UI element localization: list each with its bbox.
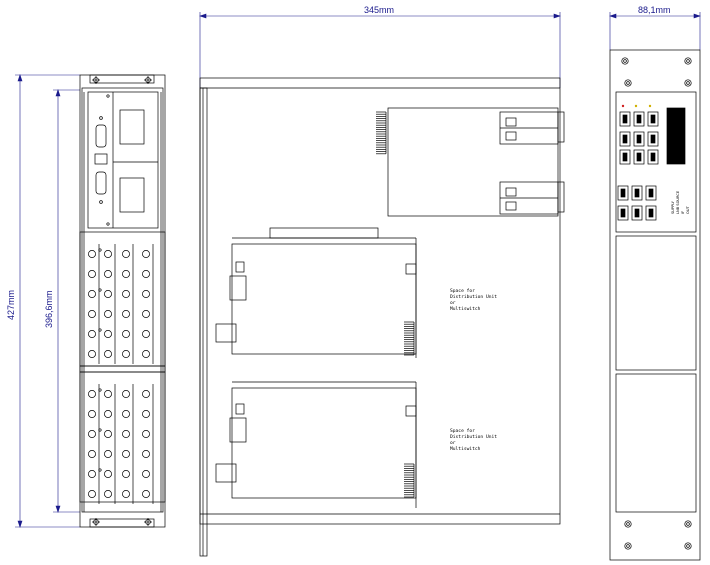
svg-text:Space for: Space for bbox=[450, 288, 475, 294]
svg-text:Distribution Unit: Distribution Unit bbox=[450, 294, 497, 300]
jack-icon bbox=[619, 131, 631, 147]
connector-icon bbox=[88, 350, 96, 358]
connector-icon bbox=[88, 330, 96, 338]
pin-header-icon bbox=[376, 111, 387, 155]
connector-icon bbox=[104, 450, 112, 458]
connector-icon bbox=[142, 490, 150, 498]
connector-icon bbox=[122, 350, 130, 358]
connector-icon bbox=[88, 310, 96, 318]
connector-icon bbox=[88, 430, 96, 438]
svg-text:IF: IF bbox=[681, 211, 685, 214]
connector-icon bbox=[122, 390, 130, 398]
connector-icon bbox=[104, 390, 112, 398]
connector-icon bbox=[142, 410, 150, 418]
connector-grid-upper bbox=[88, 244, 154, 364]
connector-icon bbox=[142, 250, 150, 258]
connector-icon bbox=[122, 330, 130, 338]
pin-header-icon bbox=[404, 463, 415, 498]
connector-icon bbox=[104, 270, 112, 278]
connector-icon bbox=[104, 410, 112, 418]
jack-icon bbox=[619, 111, 631, 127]
jack-icon bbox=[647, 131, 659, 147]
connector-icon bbox=[104, 330, 112, 338]
connector-icon bbox=[122, 490, 130, 498]
side-view bbox=[199, 77, 565, 557]
note-space-top: Space for Distribution Unit or Multiswit… bbox=[450, 288, 497, 312]
connector-icon bbox=[122, 270, 130, 278]
connector-icon bbox=[88, 270, 96, 278]
svg-text:LNB SOURCE: LNB SOURCE bbox=[676, 190, 680, 214]
jack-icon bbox=[633, 111, 645, 127]
front-connector-grid bbox=[617, 111, 659, 221]
jack-icon bbox=[633, 131, 645, 147]
dim-height-inner: 396,6mm bbox=[44, 290, 54, 328]
connector-icon bbox=[104, 470, 112, 478]
connector-icon bbox=[142, 310, 150, 318]
connector-icon bbox=[88, 450, 96, 458]
connector-icon bbox=[104, 350, 112, 358]
connector-icon bbox=[88, 390, 96, 398]
connector-icon bbox=[88, 290, 96, 298]
jack-icon bbox=[633, 149, 645, 165]
connector-icon bbox=[88, 470, 96, 478]
mount-hole-icon bbox=[621, 57, 692, 550]
connector-icon bbox=[88, 410, 96, 418]
jack-icon bbox=[647, 149, 659, 165]
dim-width-front: 88,1mm bbox=[638, 5, 671, 15]
svg-text:OUT: OUT bbox=[686, 206, 690, 214]
connector-icon bbox=[142, 390, 150, 398]
front-view bbox=[609, 49, 701, 561]
mount-hole-icon bbox=[92, 76, 152, 526]
connector-grid-lower bbox=[88, 384, 154, 504]
connector-icon bbox=[142, 290, 150, 298]
connector-icon bbox=[88, 490, 96, 498]
connector-icon bbox=[142, 430, 150, 438]
connector-icon bbox=[122, 470, 130, 478]
svg-text:SUPPLY: SUPPLY bbox=[671, 200, 675, 214]
connector-icon bbox=[142, 270, 150, 278]
svg-text:or: or bbox=[450, 441, 456, 446]
connector-icon bbox=[122, 290, 130, 298]
dimension-lines bbox=[15, 12, 701, 528]
dim-height-total: 427mm bbox=[6, 290, 16, 320]
connector-icon bbox=[122, 310, 130, 318]
svg-text:Space for: Space for bbox=[450, 428, 475, 434]
connector-icon bbox=[104, 310, 112, 318]
connector-icon bbox=[104, 290, 112, 298]
connector-icon bbox=[142, 470, 150, 478]
dim-width-side: 345mm bbox=[364, 5, 394, 15]
svg-text:Multiswitch: Multiswitch bbox=[450, 306, 481, 312]
connector-icon bbox=[142, 450, 150, 458]
connector-icon bbox=[142, 330, 150, 338]
svg-text:or: or bbox=[450, 301, 456, 306]
jack-icon bbox=[619, 149, 631, 165]
connector-icon bbox=[122, 410, 130, 418]
connector-icon bbox=[104, 490, 112, 498]
panel-vertical-labels: SUPPLY LNB SOURCE IF OUT bbox=[671, 190, 690, 214]
jack-icon bbox=[647, 111, 659, 127]
connector-icon bbox=[88, 250, 96, 258]
svg-text:Multiswitch: Multiswitch bbox=[450, 446, 481, 452]
pin-header-icon bbox=[404, 321, 415, 356]
connector-icon bbox=[122, 450, 130, 458]
note-space-bottom: Space for Distribution Unit or Multiswit… bbox=[450, 428, 497, 452]
connector-icon bbox=[142, 350, 150, 358]
svg-text:Distribution Unit: Distribution Unit bbox=[450, 434, 497, 440]
connector-icon bbox=[122, 250, 130, 258]
rear-view bbox=[79, 74, 166, 528]
connector-icon bbox=[104, 250, 112, 258]
connector-icon bbox=[122, 430, 130, 438]
connector-icon bbox=[104, 430, 112, 438]
